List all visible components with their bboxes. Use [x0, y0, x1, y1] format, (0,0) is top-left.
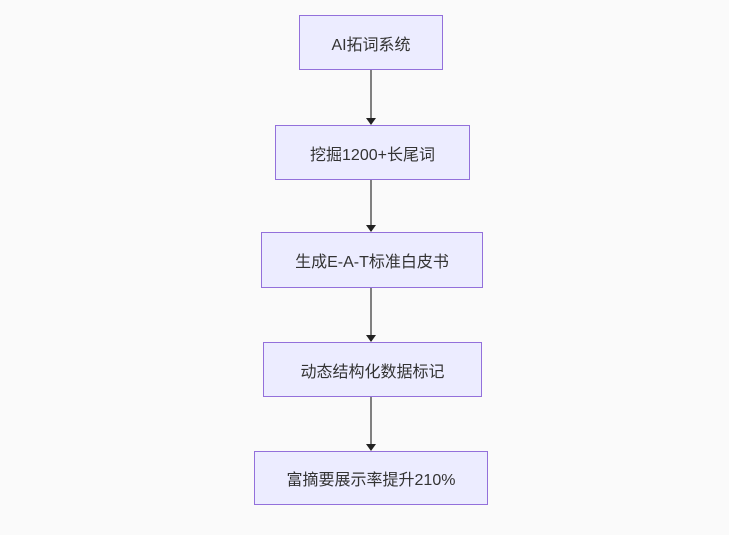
connector-line	[370, 397, 372, 444]
flow-node-longtail-mining: 挖掘1200+长尾词	[275, 125, 470, 180]
flow-node-label: 挖掘1200+长尾词	[310, 146, 435, 164]
flow-connector-1	[366, 70, 376, 125]
flow-connector-3	[366, 288, 376, 342]
arrow-down-icon	[366, 118, 376, 125]
flow-node-label: 生成E-A-T标准白皮书	[295, 254, 449, 271]
flow-connector-4	[366, 397, 376, 451]
flow-node-label: AI拓词系统	[331, 36, 411, 54]
flow-node-label: 动态结构化数据标记	[300, 363, 445, 381]
flow-node-label: 富摘要展示率提升210%	[286, 472, 456, 489]
flow-node-ai-keyword-system: AI拓词系统	[299, 15, 443, 70]
connector-line	[370, 180, 372, 225]
arrow-down-icon	[366, 335, 376, 342]
arrow-down-icon	[366, 444, 376, 451]
flow-connector-2	[366, 180, 376, 232]
arrow-down-icon	[366, 225, 376, 232]
connector-line	[370, 288, 372, 335]
flow-node-eat-whitepaper: 生成E-A-T标准白皮书	[261, 232, 483, 288]
flow-node-structured-data-markup: 动态结构化数据标记	[263, 342, 482, 397]
connector-line	[370, 70, 372, 118]
flow-node-rich-snippet-uplift: 富摘要展示率提升210%	[254, 451, 488, 505]
